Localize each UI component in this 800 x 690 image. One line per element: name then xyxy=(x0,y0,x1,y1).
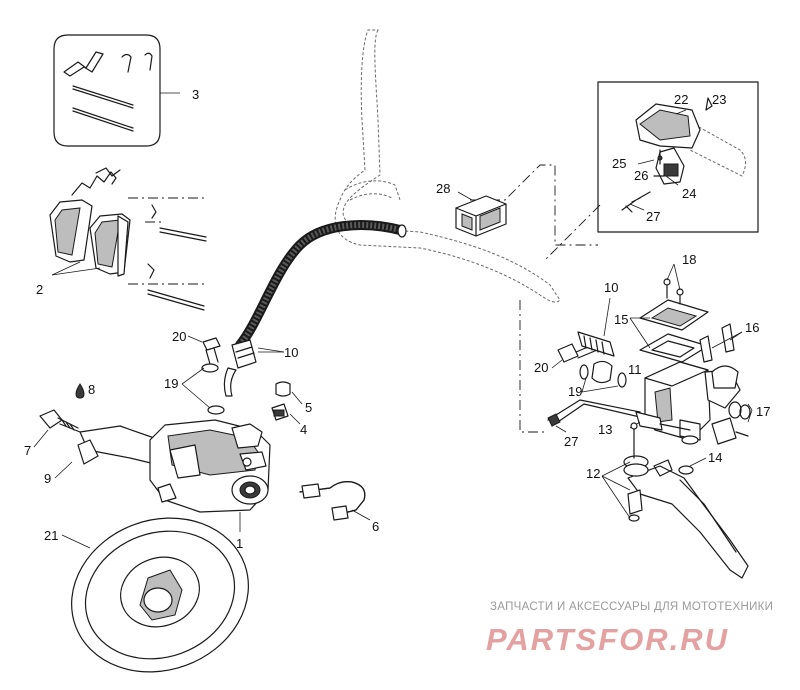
master-cylinder-clamp xyxy=(678,323,753,475)
callout-labels: 1 2 3 4 5 6 7 8 9 10 10 11 12 13 14 15 1… xyxy=(24,87,770,551)
callout-6: 6 xyxy=(372,519,379,534)
callout-3: 3 xyxy=(192,87,199,102)
callout-12: 12 xyxy=(586,466,600,481)
callout-18: 18 xyxy=(682,252,696,267)
callout-25: 25 xyxy=(612,156,626,171)
watermark-logo: PARTSFOR.RU xyxy=(486,622,729,657)
switch-housing-inset xyxy=(597,81,759,233)
callout-5: 5 xyxy=(305,400,312,415)
callout-20-right: 20 xyxy=(534,360,548,375)
callout-11: 11 xyxy=(628,362,642,377)
brake-caliper xyxy=(77,419,271,532)
right-banjo-bolt-washers xyxy=(551,297,627,393)
callout-8: 8 xyxy=(88,382,95,397)
reservoir-cover xyxy=(629,263,709,363)
callout-10-right: 10 xyxy=(604,280,618,295)
callout-7: 7 xyxy=(24,443,31,458)
callout-24: 24 xyxy=(682,186,696,201)
callout-1: 1 xyxy=(236,536,243,551)
callout-9: 9 xyxy=(44,471,51,486)
callout-26: 26 xyxy=(634,168,648,183)
callout-16: 16 xyxy=(745,320,759,335)
bleed-screw-and-cap xyxy=(271,381,303,425)
callout-2: 2 xyxy=(36,282,43,297)
callout-13: 13 xyxy=(598,422,612,437)
callout-20-left: 20 xyxy=(172,329,186,344)
callout-10-left: 10 xyxy=(284,345,298,360)
caliper-bracket-clip xyxy=(77,439,99,465)
brake-lever xyxy=(601,422,749,579)
hardware-kit-box xyxy=(53,34,180,147)
callout-19-left: 19 xyxy=(164,376,178,391)
brake-pipe xyxy=(299,481,371,521)
callout-19-right: 19 xyxy=(568,384,582,399)
watermark: ЗАПЧАСТИ И АКСЕССУАРЫ ДЛЯ МОТОТЕХНИКИ PA… xyxy=(486,601,773,657)
pad-spring-icon xyxy=(63,51,104,77)
watermark-tagline: ЗАПЧАСТИ И АКСЕССУАРЫ ДЛЯ МОТОТЕХНИКИ xyxy=(490,601,773,613)
callout-27-inset: 27 xyxy=(646,209,660,224)
handlebar-outline xyxy=(334,29,561,303)
callout-22: 22 xyxy=(674,92,688,107)
callout-23: 23 xyxy=(712,92,726,107)
callout-28: 28 xyxy=(436,181,450,196)
brake-hose xyxy=(223,220,407,397)
caliper-bolt xyxy=(33,383,85,479)
callout-21: 21 xyxy=(44,528,58,543)
callout-17: 17 xyxy=(756,404,770,419)
brake-disc xyxy=(61,517,249,673)
callout-27-lower: 27 xyxy=(564,434,578,449)
callout-15: 15 xyxy=(614,312,628,327)
left-banjo-bolt-washers xyxy=(181,335,225,415)
thread-locker-drop-icon xyxy=(75,383,85,399)
brake-pads xyxy=(49,167,207,311)
wiring-connector xyxy=(455,191,507,237)
callout-4: 4 xyxy=(300,422,307,437)
assembly-lines xyxy=(128,164,601,433)
callout-14: 14 xyxy=(708,450,722,465)
